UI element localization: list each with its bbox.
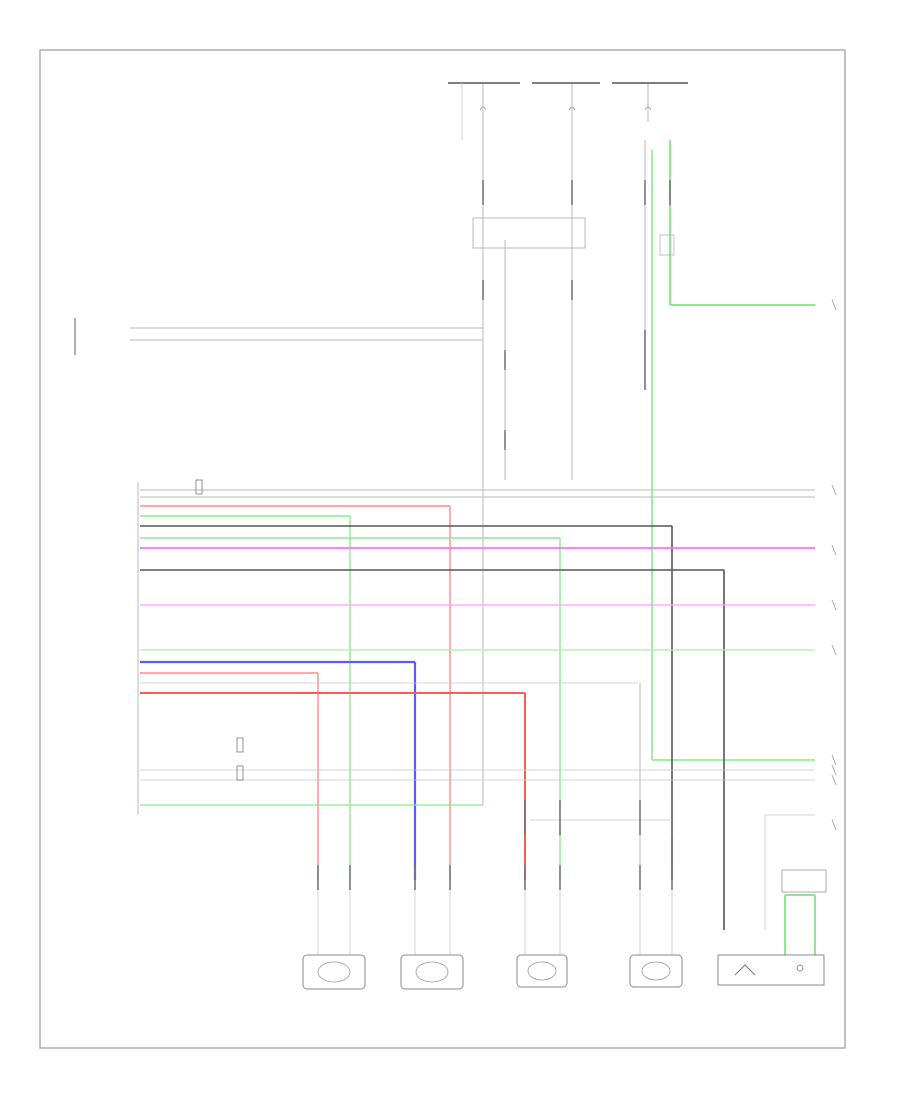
junction-block-icon <box>472 217 586 249</box>
fuse-icon <box>644 106 652 111</box>
relay <box>659 140 815 306</box>
speed-sensor-icon <box>629 954 683 988</box>
inline-connectors <box>195 479 244 781</box>
rr-speed-sensor <box>629 954 683 988</box>
lr-speed-sensor <box>516 954 568 988</box>
fuse-header <box>448 82 688 140</box>
fuse-1 <box>479 84 487 122</box>
upper-left-connector <box>74 318 483 355</box>
speed-sensor-icon <box>516 954 568 988</box>
speed-sensor-icon <box>400 954 464 990</box>
speed-sensor-icon <box>302 954 366 990</box>
sensor-connectors <box>317 180 673 890</box>
fuse-2 <box>568 84 576 122</box>
switch <box>717 869 827 986</box>
supply-wires <box>482 122 646 805</box>
switch-icon <box>717 954 825 986</box>
right-terminals <box>831 299 837 831</box>
relay-icon <box>659 234 675 256</box>
lf-speed-sensor <box>302 954 366 990</box>
sensor-leads <box>317 890 673 960</box>
rf-speed-sensor <box>400 954 464 990</box>
ecu-wires <box>140 489 815 930</box>
fuse-icon <box>568 106 576 111</box>
fuse-icon <box>479 106 487 111</box>
diagram-frame <box>39 49 846 1049</box>
fuse-3 <box>644 84 652 122</box>
